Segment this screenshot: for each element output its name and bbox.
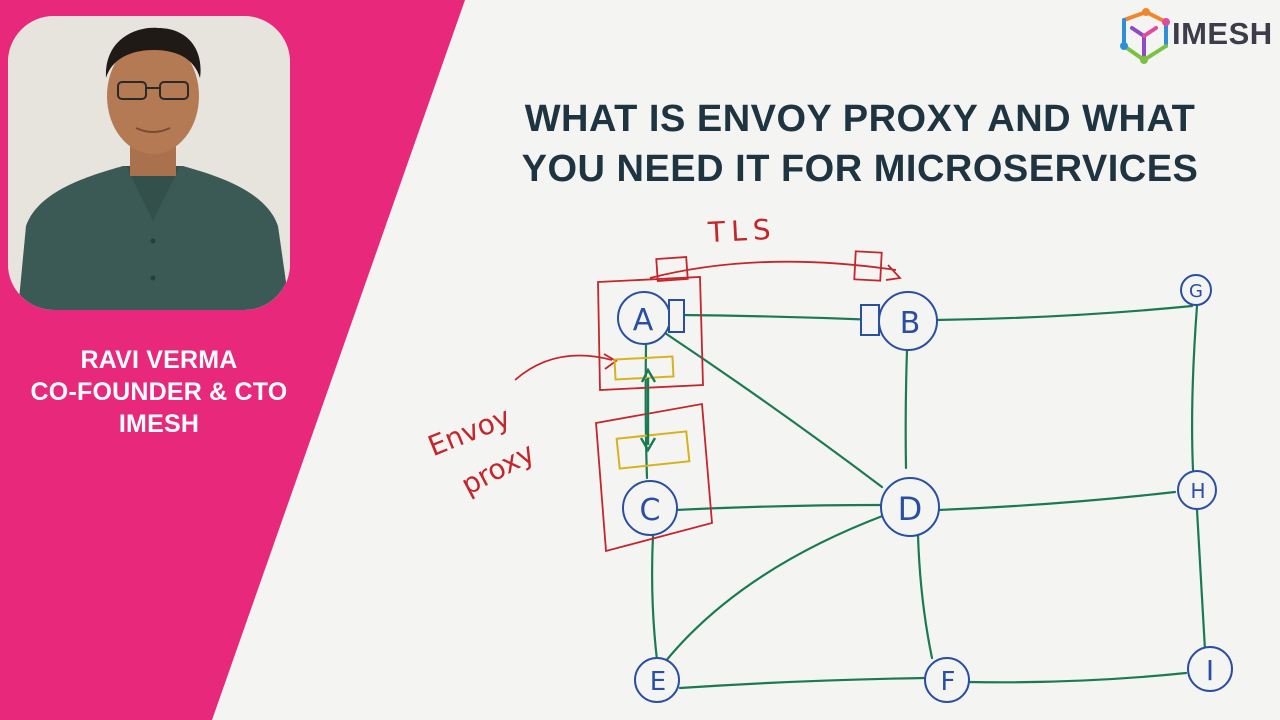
tls-arrow-head [885,264,902,281]
envoy-pointer [514,354,613,381]
slide-title: WHAT IS ENVOY PROXY AND WHAT YOU NEED IT… [440,94,1280,194]
node-e-label: E [650,667,666,697]
speaker-credits: RAVI VERMA CO-FOUNDER & CTO IMESH [18,344,300,440]
title-line-2: YOU NEED IT FOR MICROSERVICES [521,148,1199,190]
node-h-circle [1177,470,1217,510]
edge-c-e [651,533,659,662]
pod-a-box [597,276,704,391]
node-f-circle [924,657,970,703]
sidecar-c [615,430,691,470]
imesh-logo [1112,6,1280,68]
speaker-name: RAVI VERMA [80,346,238,374]
node-c-label: C [640,493,661,528]
edge-b-d [904,348,909,470]
service-nodes [617,274,1233,703]
envoy-annotations [514,250,902,553]
tls-label: TLS [706,213,777,250]
cube-logo-icon [1120,8,1170,64]
node-g-label: G [1189,281,1203,302]
node-labels: A B C D E F G H I [633,281,1214,697]
node-i-circle [1187,646,1233,692]
edge-a-b [678,313,880,322]
edge-c-d [673,503,882,512]
edge-g-h [1191,304,1199,472]
node-b-port [860,304,880,336]
logo-wordmark: IMESH [1172,16,1273,51]
edge-d-e [663,513,887,664]
inter-sidecar-link [639,367,657,453]
edge-f-i [966,671,1188,684]
edge-h-i [1195,508,1207,652]
edge-b-g [934,304,1194,322]
envoy-pointer-head [603,353,618,370]
edge-d-f [916,533,934,660]
speaker-photo [8,16,290,310]
edge-e-f [678,676,927,690]
pod-c-box [595,402,713,553]
tls-packet-a [655,256,689,282]
node-a-port [668,299,685,333]
node-h-label: H [1190,479,1205,503]
edge-a-d [663,331,884,489]
title-line-1: WHAT IS ENVOY PROXY AND WHAT [524,98,1196,140]
node-c-circle [622,480,678,536]
service-edges [644,304,1207,690]
node-f-label: F [941,667,956,697]
node-d-circle [880,477,940,537]
node-g-circle [1180,274,1212,306]
speaker-role: CO-FOUNDER & CTO [30,378,288,406]
node-e-circle [634,657,680,703]
edge-d-h [936,490,1177,512]
node-a-label: A [633,303,654,338]
node-d-label: D [898,490,923,528]
node-i-label: I [1206,654,1214,687]
node-b-label: B [900,306,921,341]
tls-arrow [649,260,897,279]
speaker-company: IMESH [118,410,200,438]
